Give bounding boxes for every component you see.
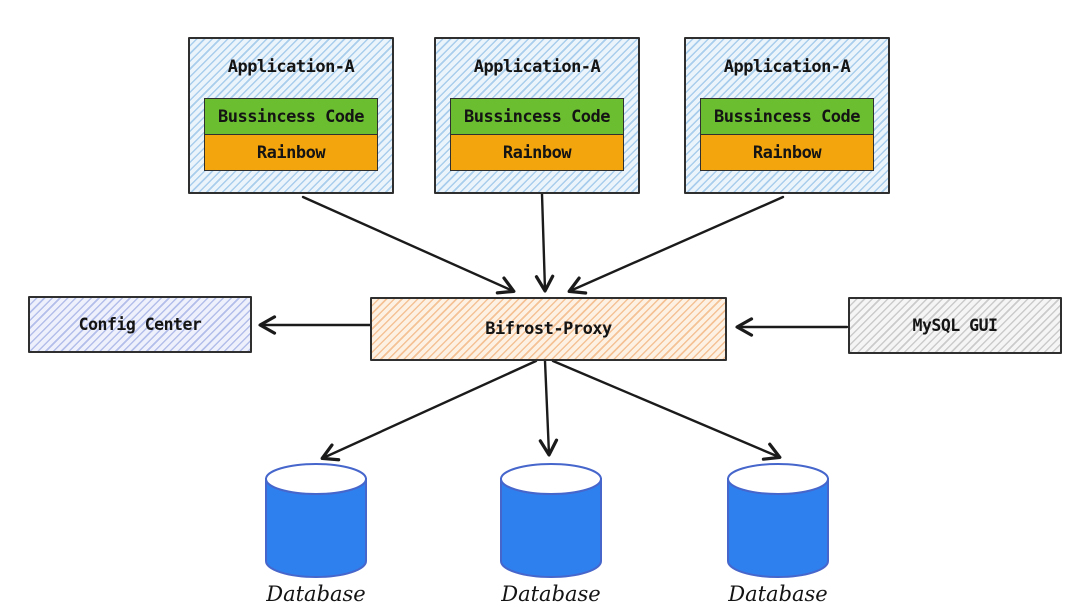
- database-label: Database: [728, 582, 828, 606]
- bifrost-proxy-label: Bifrost-Proxy: [485, 319, 612, 339]
- application-title: Application-A: [723, 57, 851, 77]
- arrow-proxy-to-db2: [538, 359, 559, 457]
- application-node-1: Application-A Bussincess Code Rainbow: [188, 37, 394, 194]
- business-code-layer: Bussincess Code: [204, 98, 378, 136]
- application-node-2: Application-A Bussincess Code Rainbow: [434, 37, 640, 194]
- database-node-3: Database: [726, 462, 830, 606]
- arrow-proxy-to-db3: [551, 359, 782, 461]
- business-code-layer: Bussincess Code: [700, 98, 874, 136]
- database-cylinder-icon: [265, 463, 367, 578]
- database-node-1: Database: [264, 462, 368, 606]
- rainbow-layer: Rainbow: [450, 134, 624, 171]
- database-cylinder-icon: [727, 463, 829, 578]
- arrow-app1-to-proxy: [301, 195, 516, 295]
- application-title: Application-A: [227, 57, 355, 77]
- arrow-app2-to-proxy: [534, 192, 555, 293]
- rainbow-layer: Rainbow: [700, 134, 874, 171]
- database-label: Database: [266, 582, 366, 606]
- config-center-label: Config Center: [78, 315, 202, 334]
- application-node-3: Application-A Bussincess Code Rainbow: [684, 37, 890, 194]
- database-label: Database: [501, 582, 601, 606]
- business-code-layer: Bussincess Code: [450, 98, 624, 136]
- database-node-2: Database: [499, 462, 603, 606]
- mysql-gui-node: MySQL GUI: [848, 297, 1062, 354]
- application-title: Application-A: [473, 57, 601, 77]
- database-cylinder-icon: [500, 463, 602, 578]
- config-center-node: Config Center: [28, 296, 252, 353]
- arrow-proxy-to-db1: [320, 359, 538, 462]
- rainbow-layer: Rainbow: [204, 134, 378, 171]
- arrow-app3-to-proxy: [567, 195, 785, 295]
- bifrost-proxy-node: Bifrost-Proxy: [370, 297, 727, 361]
- mysql-gui-label: MySQL GUI: [912, 316, 998, 335]
